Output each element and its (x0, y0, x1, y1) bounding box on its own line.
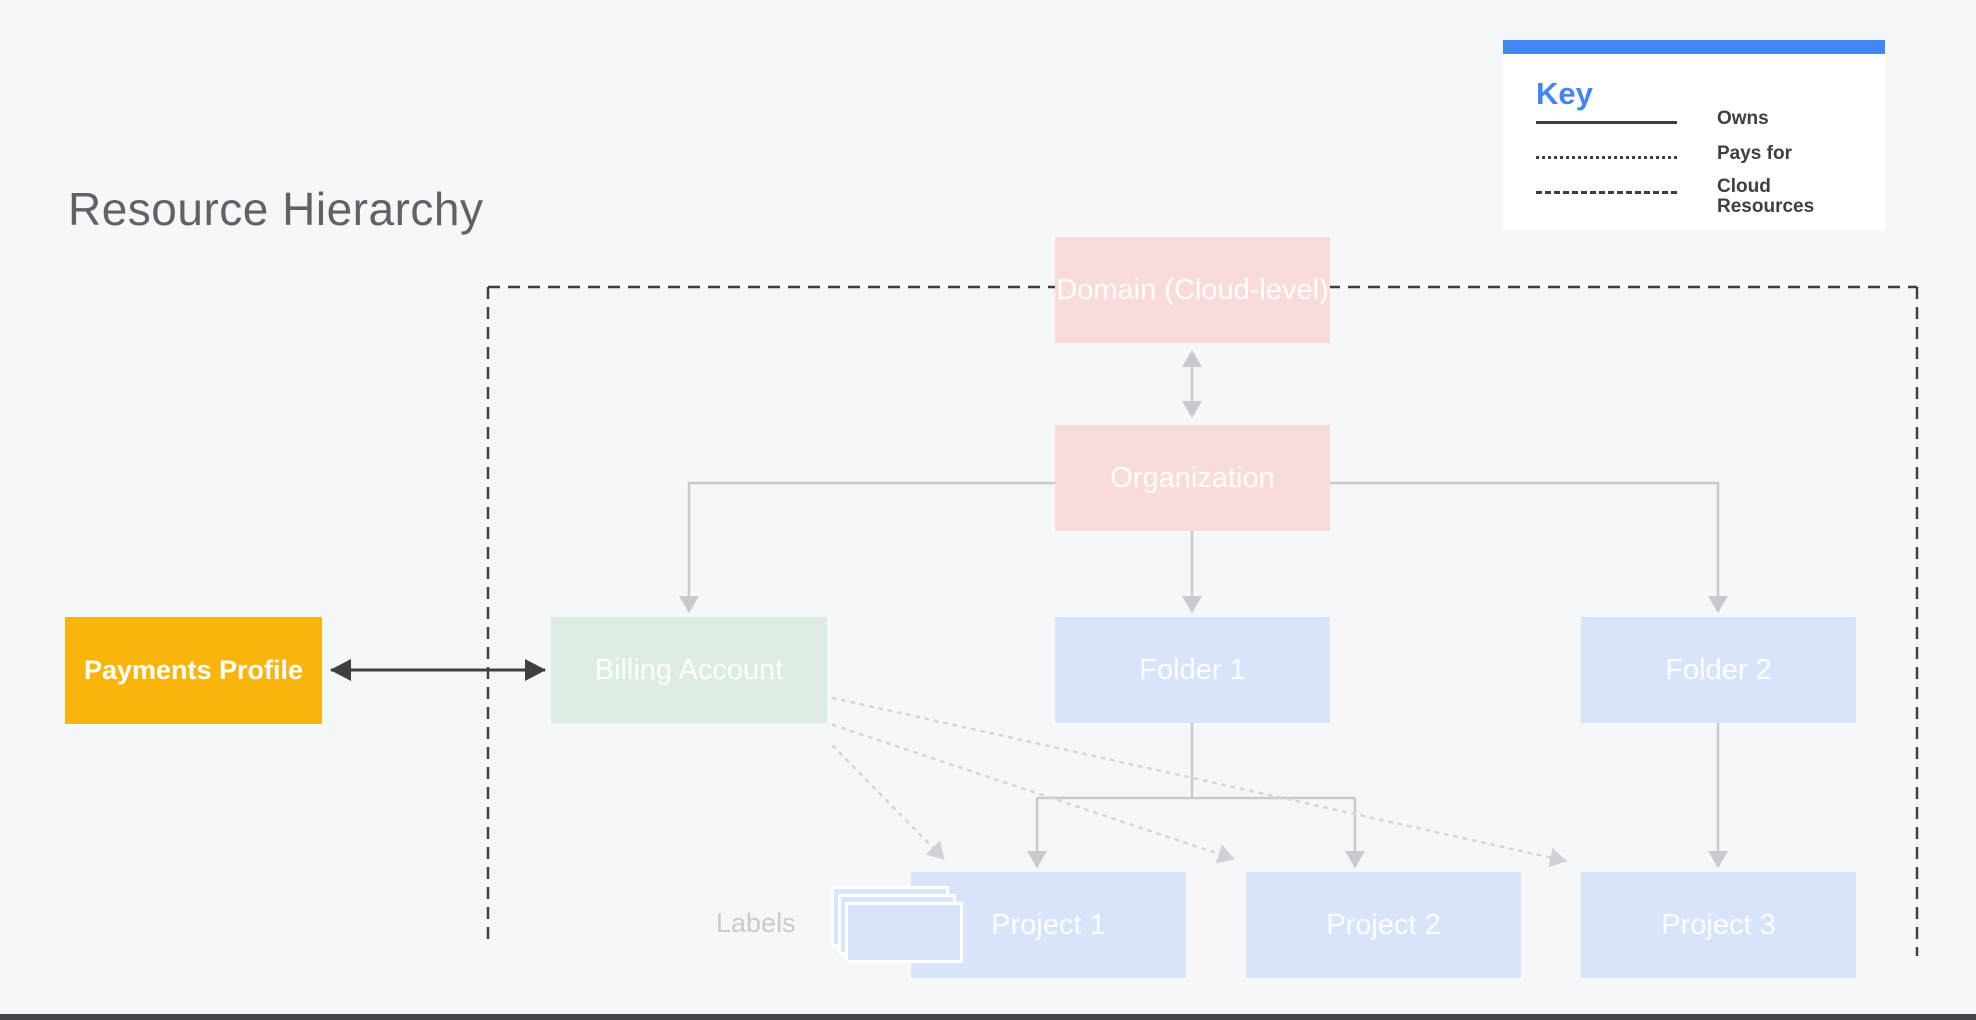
node-label: Project 1 (991, 908, 1106, 941)
window-bottom-edge (0, 1014, 1976, 1020)
page-title: Resource Hierarchy (68, 183, 484, 235)
node-project-3: Project 3 (1581, 872, 1856, 978)
cloud-resources-boundary (486, 285, 1919, 956)
node-folder-1: Folder 1 (1055, 617, 1330, 723)
pays-for-connectors (831, 696, 1568, 868)
legend-title: Key (1536, 76, 1593, 111)
labels-caption: Labels (716, 908, 796, 938)
node-label: Folder 1 (1139, 653, 1246, 686)
node-domain: Domain (Cloud-level) (1055, 237, 1330, 343)
node-folder-2: Folder 2 (1581, 617, 1856, 723)
legend-box: Key Owns Pays for Cloud Resources (1503, 40, 1885, 230)
node-label: Domain (Cloud-level) (1056, 273, 1329, 306)
node-label: Project 2 (1326, 908, 1441, 941)
node-project-2: Project 2 (1246, 872, 1521, 978)
edge-billing-project2 (831, 723, 1236, 864)
edge-billing-project3 (831, 696, 1568, 868)
label-card-front-icon (845, 902, 963, 963)
node-label: Payments Profile (83, 655, 304, 685)
edge-organization-billing (679, 481, 1055, 613)
edge-billing-project1 (831, 744, 946, 861)
legend-line-owns-icon (1536, 121, 1677, 124)
node-organization: Organization (1055, 425, 1330, 531)
node-label: Folder 2 (1665, 653, 1772, 686)
legend-line-pays-for-icon (1536, 156, 1677, 159)
owns-connectors (679, 350, 1728, 868)
node-label: Project 3 (1661, 908, 1776, 941)
legend-label-owns: Owns (1717, 108, 1769, 129)
node-label: Billing Account (594, 653, 784, 686)
edge-organization-folder2 (1330, 481, 1728, 613)
node-billing-account: Billing Account (551, 617, 827, 723)
edge-folder1-branch (1037, 723, 1355, 800)
node-payments-profile: Payments Profile (65, 617, 322, 724)
legend-label-cloud-resources: Cloud Resources (1717, 176, 1815, 217)
legend-accent-bar (1503, 40, 1885, 54)
node-label: Organization (1110, 461, 1275, 494)
legend-label-pays-for: Pays for (1717, 143, 1792, 164)
legend-line-cloud-resources-icon (1536, 191, 1677, 194)
